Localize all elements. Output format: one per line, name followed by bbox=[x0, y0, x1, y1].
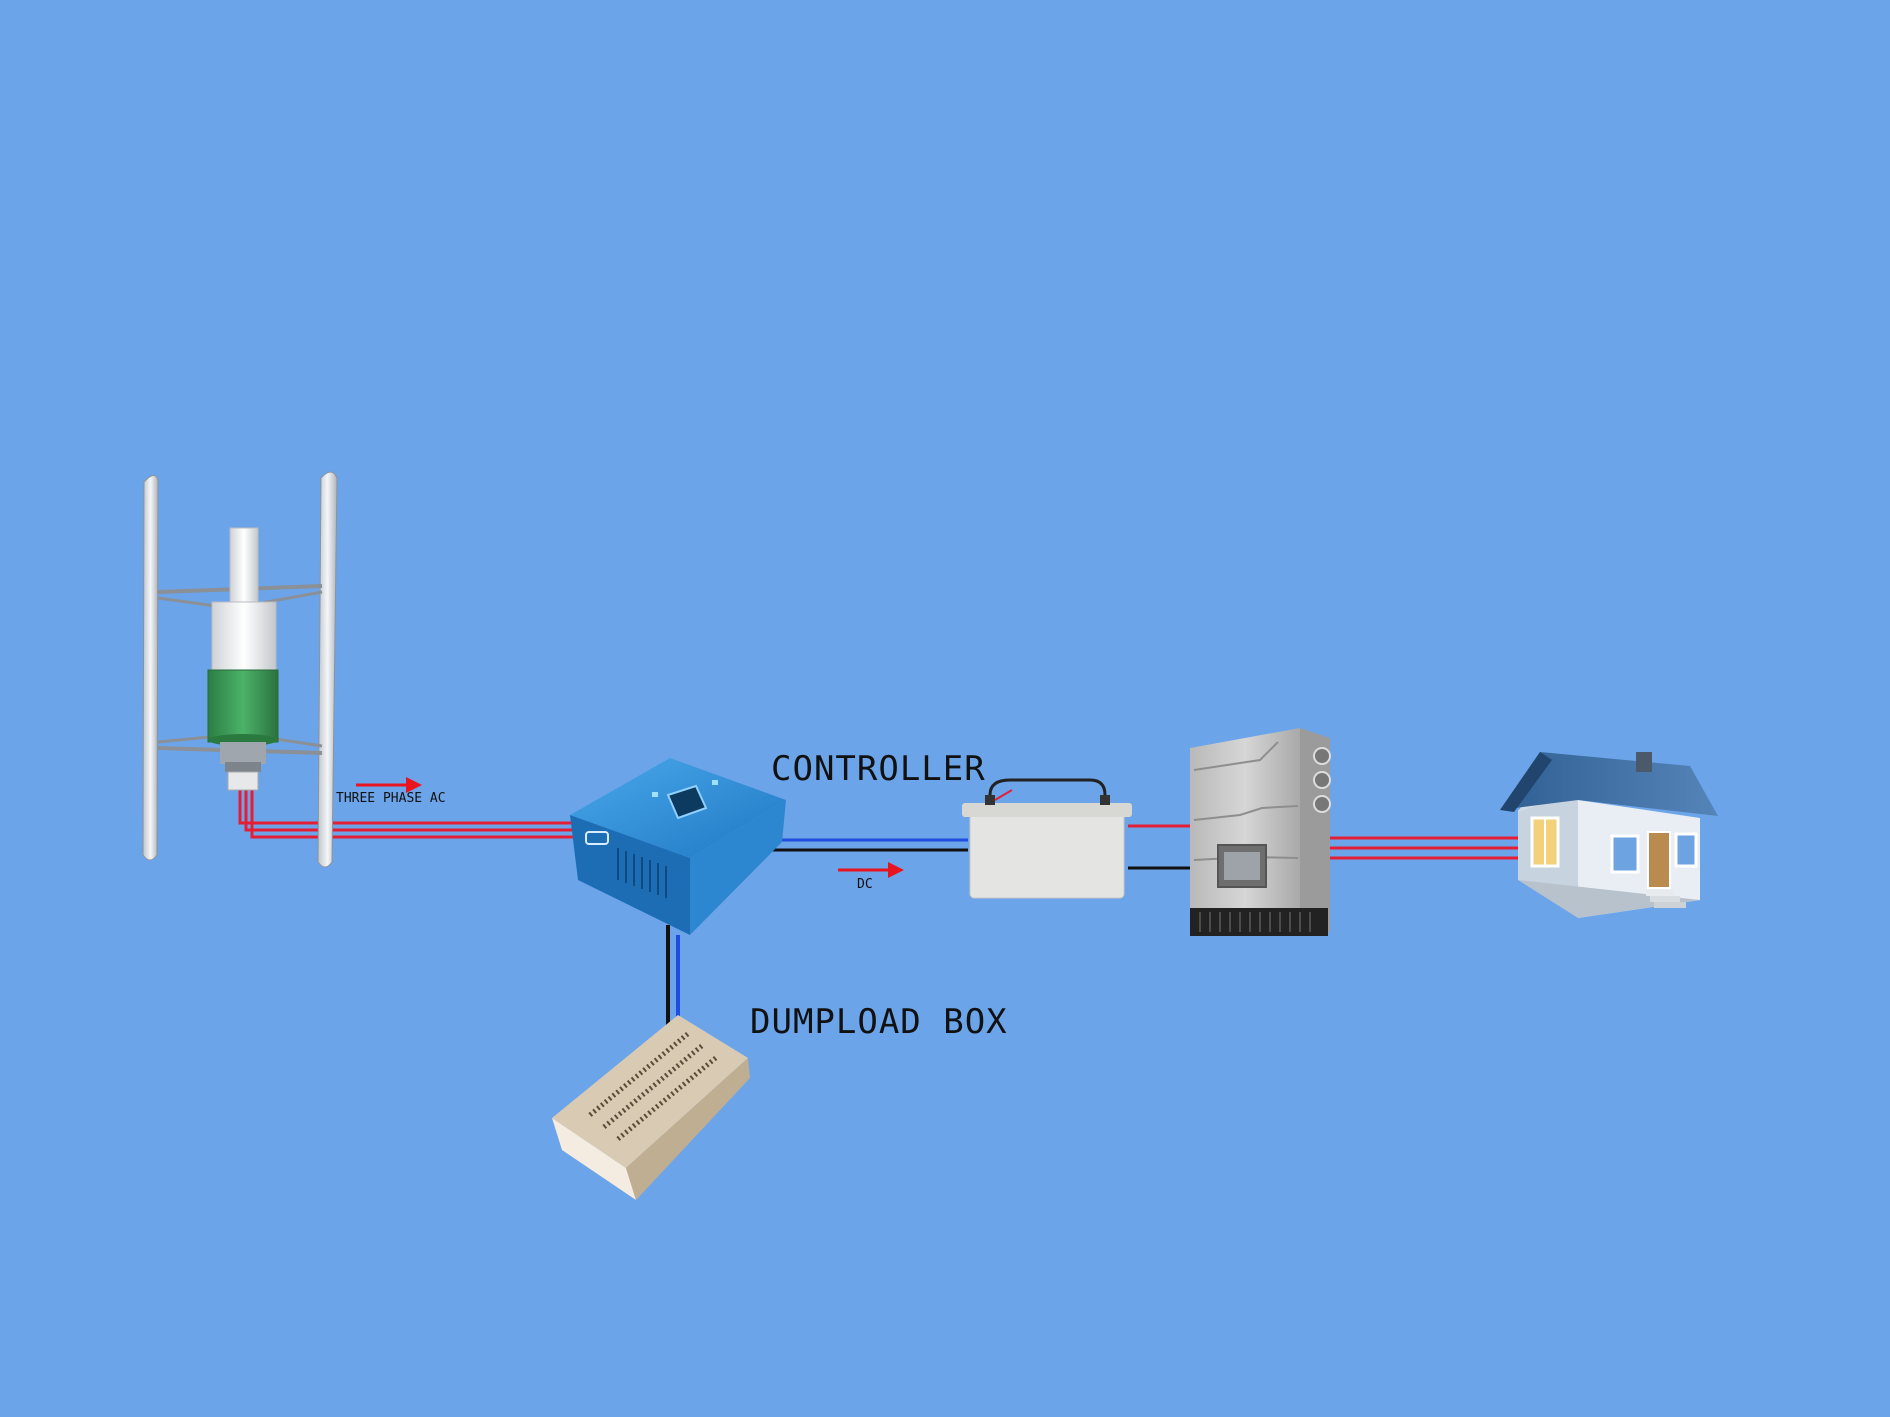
dumpload-box-icon bbox=[552, 1015, 750, 1200]
dc-label: DC bbox=[857, 877, 873, 892]
dumpload-box-label: DUMPLOAD BOX bbox=[750, 1002, 1008, 1042]
dc-arrow-icon bbox=[838, 862, 904, 878]
three-phase-wires bbox=[238, 790, 585, 839]
house-icon bbox=[1500, 752, 1718, 918]
wind-turbine-icon bbox=[142, 471, 338, 868]
controller-label: CONTROLLER bbox=[771, 749, 986, 789]
inverter-icon bbox=[1190, 728, 1331, 936]
controller-icon bbox=[570, 758, 786, 935]
three-phase-ac-label: THREE PHASE AC bbox=[336, 791, 446, 806]
dumpload-wires bbox=[666, 925, 680, 1025]
ac-output-wires bbox=[1328, 836, 1518, 860]
dc-wires bbox=[770, 838, 968, 852]
three-phase-arrow-icon bbox=[356, 777, 422, 793]
battery-icon bbox=[962, 778, 1132, 899]
battery-inverter-wires bbox=[1128, 824, 1192, 870]
